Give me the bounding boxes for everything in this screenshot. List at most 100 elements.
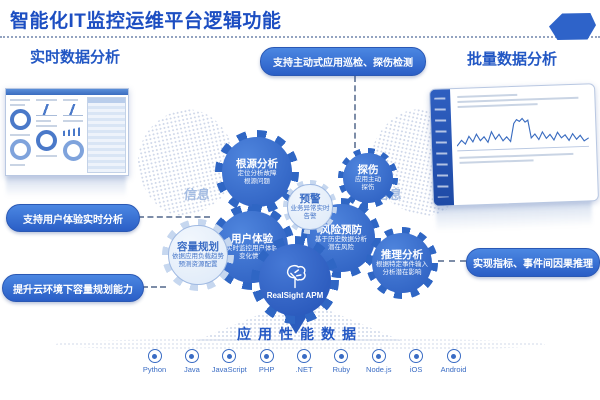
timeseries-chart: [456, 117, 590, 152]
text-placeholder: [457, 102, 538, 108]
text-placeholder: [36, 154, 57, 157]
panel-column: [34, 97, 58, 173]
gear-face: 探伤 应用主动 探伤: [342, 152, 394, 204]
tech-label: JavaScript: [211, 365, 247, 374]
gear-subtext: 潜在风险: [328, 244, 354, 252]
gear-title: 容量规划: [177, 240, 219, 253]
text-placeholder: [36, 98, 57, 101]
gear-title: 预警: [299, 192, 321, 205]
tech-label: .NET: [295, 365, 313, 374]
gear-subtext: 定位分析故障: [237, 169, 277, 177]
text-placeholder: [62, 119, 84, 122]
javascript-icon: [222, 349, 237, 363]
gear-subtext: 应用主动: [355, 175, 381, 183]
donut-chart: [62, 140, 84, 161]
line-chart: [62, 104, 84, 116]
title-divider: [0, 36, 600, 38]
dot-mesh-strip: [55, 338, 545, 351]
dashboard-screenshot-right: [428, 83, 600, 207]
chart-panel: [450, 84, 598, 205]
text-placeholder: [459, 158, 534, 164]
banner-app-performance-data: 应用性能数据: [237, 326, 363, 342]
gear-subtext: 预测资源配置: [178, 261, 218, 269]
tech-item-javascript: JavaScript: [211, 349, 248, 374]
gear-face: 推理分析 根据特定事件输入 分析潜在影响: [371, 232, 433, 294]
text-placeholder: [10, 133, 31, 136]
nodejs-icon: [371, 349, 386, 363]
text-placeholder: [36, 119, 52, 122]
connector-left-top: [138, 216, 210, 218]
tech-label: Ruby: [332, 365, 351, 374]
text-placeholder: [62, 98, 78, 101]
gear-face: 根源分析 定位分析故障 根源问题: [221, 136, 293, 208]
android-icon: [446, 349, 461, 363]
connector-right: [438, 260, 466, 262]
tech-item-dotnet: .NET: [286, 349, 323, 374]
dotnet-icon: [297, 349, 311, 363]
tech-item-ios: iOS: [398, 349, 435, 374]
section-header-realtime: 实时数据分析: [30, 49, 121, 66]
tech-label: iOS: [409, 365, 423, 374]
connector-left-bottom: [142, 286, 166, 288]
tech-label: Node.js: [366, 365, 392, 374]
gear-subtext: 探伤: [361, 184, 375, 192]
gear-title: 推理分析: [381, 248, 423, 261]
php-icon: [259, 349, 274, 363]
tech-label: PHP: [258, 365, 275, 374]
hexagon-logo: [549, 13, 596, 40]
gear-face: 预警 业务异常实时 告警: [287, 184, 333, 230]
tech-label: Java: [183, 365, 200, 374]
gear-inference-analysis: 推理分析 根据特定事件输入 分析潜在影响: [366, 227, 438, 299]
ruby-icon: [334, 349, 349, 363]
gear-title: 探伤: [357, 163, 379, 176]
gear-face: 容量规划 依据应用负载趋势 预测资源配置: [167, 224, 229, 286]
section-header-batch: 批量数据分析: [467, 51, 558, 68]
text-placeholder: [36, 124, 57, 127]
data-table: [87, 97, 126, 173]
callout-cloud-capacity-planning: 提升云环境下容量规划能力: [2, 274, 144, 302]
tech-stack-row: Python Java JavaScript PHP .NET Ruby Nod…: [136, 349, 472, 374]
gear-subtext: 业务异常实时: [290, 204, 330, 212]
tech-label: Android: [440, 365, 467, 374]
callout-ux-realtime-analysis: 支持用户体验实时分析: [6, 204, 140, 232]
tech-item-python: Python: [136, 349, 173, 374]
gear-subtext: 根据特定事件输入: [376, 260, 428, 268]
screenshot-reflection: [6, 175, 126, 197]
text-placeholder: [457, 93, 518, 98]
gear-title: 用户体验: [231, 232, 273, 245]
connector-top: [354, 76, 356, 148]
gear-subtext: 告警: [303, 213, 317, 221]
gear-capacity-planning: 容量规划 依据应用负载趋势 预测资源配置: [162, 219, 234, 291]
table-rows: [88, 103, 125, 172]
panel-column: [8, 97, 32, 173]
tech-item-android: Android: [435, 349, 472, 374]
dashboard-screenshot-left: [5, 88, 129, 176]
callout-proactive-inspection: 支持主动式应用巡检、探伤检测: [260, 47, 426, 76]
text-placeholder: [10, 103, 25, 106]
table-header: [88, 98, 125, 103]
tech-label: Python: [142, 365, 167, 374]
gear-subtext: 依据应用负载趋势: [172, 252, 224, 260]
page-title: 智能化IT监控运维平台逻辑功能: [10, 11, 282, 32]
gear-subtext: 变化情况: [239, 253, 265, 261]
gear-root-cause-analysis: 根源分析 定位分析故障 根源问题: [215, 130, 299, 214]
ios-icon: [409, 349, 424, 363]
product-name: RealSight APM: [266, 291, 324, 300]
bar-chart: [62, 126, 84, 136]
gear-subtext: 基于历史数据分析: [315, 235, 367, 243]
tech-item-ruby: Ruby: [323, 349, 360, 374]
text-placeholder: [10, 163, 25, 166]
sidebar-navigation: [430, 89, 455, 206]
dashboard-panels: [6, 95, 128, 175]
gear-title: 根源分析: [236, 157, 278, 170]
gear-subtext: 根源问题: [244, 178, 270, 186]
gear-subtext: 分析潜在影响: [382, 269, 422, 277]
line-chart: [36, 104, 57, 116]
gear-early-warning: 预警 业务异常实时 告警: [283, 180, 337, 234]
panel-column: [61, 97, 85, 173]
java-icon: [184, 349, 199, 363]
gear-subtext: 实时监控用户体验: [226, 244, 278, 252]
callout-causal-reasoning: 实现指标、事件间因果推理: [466, 248, 600, 277]
tech-item-java: Java: [173, 349, 210, 374]
donut-chart: [9, 139, 31, 160]
